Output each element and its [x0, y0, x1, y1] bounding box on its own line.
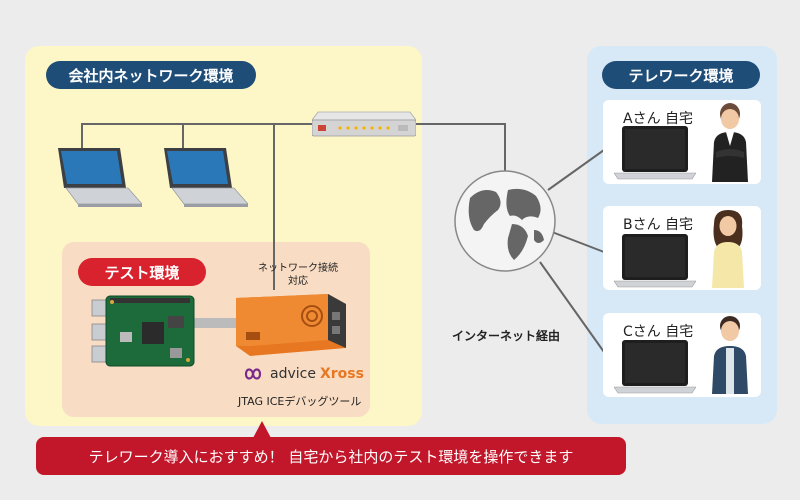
laptop-icon: [58, 148, 142, 207]
wan-line: [408, 123, 506, 172]
person-c-icon: [712, 316, 748, 394]
person-a-icon: [712, 103, 748, 182]
banner-pointer: [253, 421, 271, 438]
single-board-computer-icon: [91, 295, 195, 367]
lan-line: [81, 123, 420, 155]
person-b-icon: [712, 210, 744, 288]
laptop-icon: [614, 234, 696, 288]
brand-name-advice: advice: [270, 366, 316, 382]
network-note-line1: ネットワーク接続: [258, 263, 338, 274]
laptop-icon: [614, 126, 696, 180]
recommendation-banner: テレワーク導入におすすめ！ 自宅から社内のテスト環境を操作できます: [36, 437, 626, 475]
telework-title: テレワーク環境: [602, 61, 760, 89]
network-support-note: ネットワーク接続 対応: [250, 262, 346, 288]
link-home-c: [539, 261, 605, 353]
jtag-debugger-icon: [236, 294, 346, 356]
laptop-icon: [164, 148, 248, 207]
router-icon: [312, 111, 416, 137]
test-environment-title: テスト環境: [78, 258, 206, 286]
internet-route-label: インターネット経由: [452, 329, 561, 343]
brand-name-xross: Xross: [319, 366, 364, 382]
link-home-b: [551, 231, 605, 253]
home-label-b: Bさん 自宅: [623, 217, 694, 233]
laptop-icon: [614, 340, 696, 394]
home-label-c: Cさん 自宅: [623, 324, 694, 340]
globe-icon: [454, 170, 556, 272]
infinity-logo-icon: [244, 368, 262, 380]
home-label-a: Aさん 自宅: [623, 111, 694, 127]
jtag-tool-label: JTAG ICEデバッグツール: [238, 395, 362, 408]
network-note-line2: 対応: [288, 276, 308, 287]
link-home-a: [547, 149, 605, 191]
office-network-title: 会社内ネットワーク環境: [46, 61, 256, 89]
